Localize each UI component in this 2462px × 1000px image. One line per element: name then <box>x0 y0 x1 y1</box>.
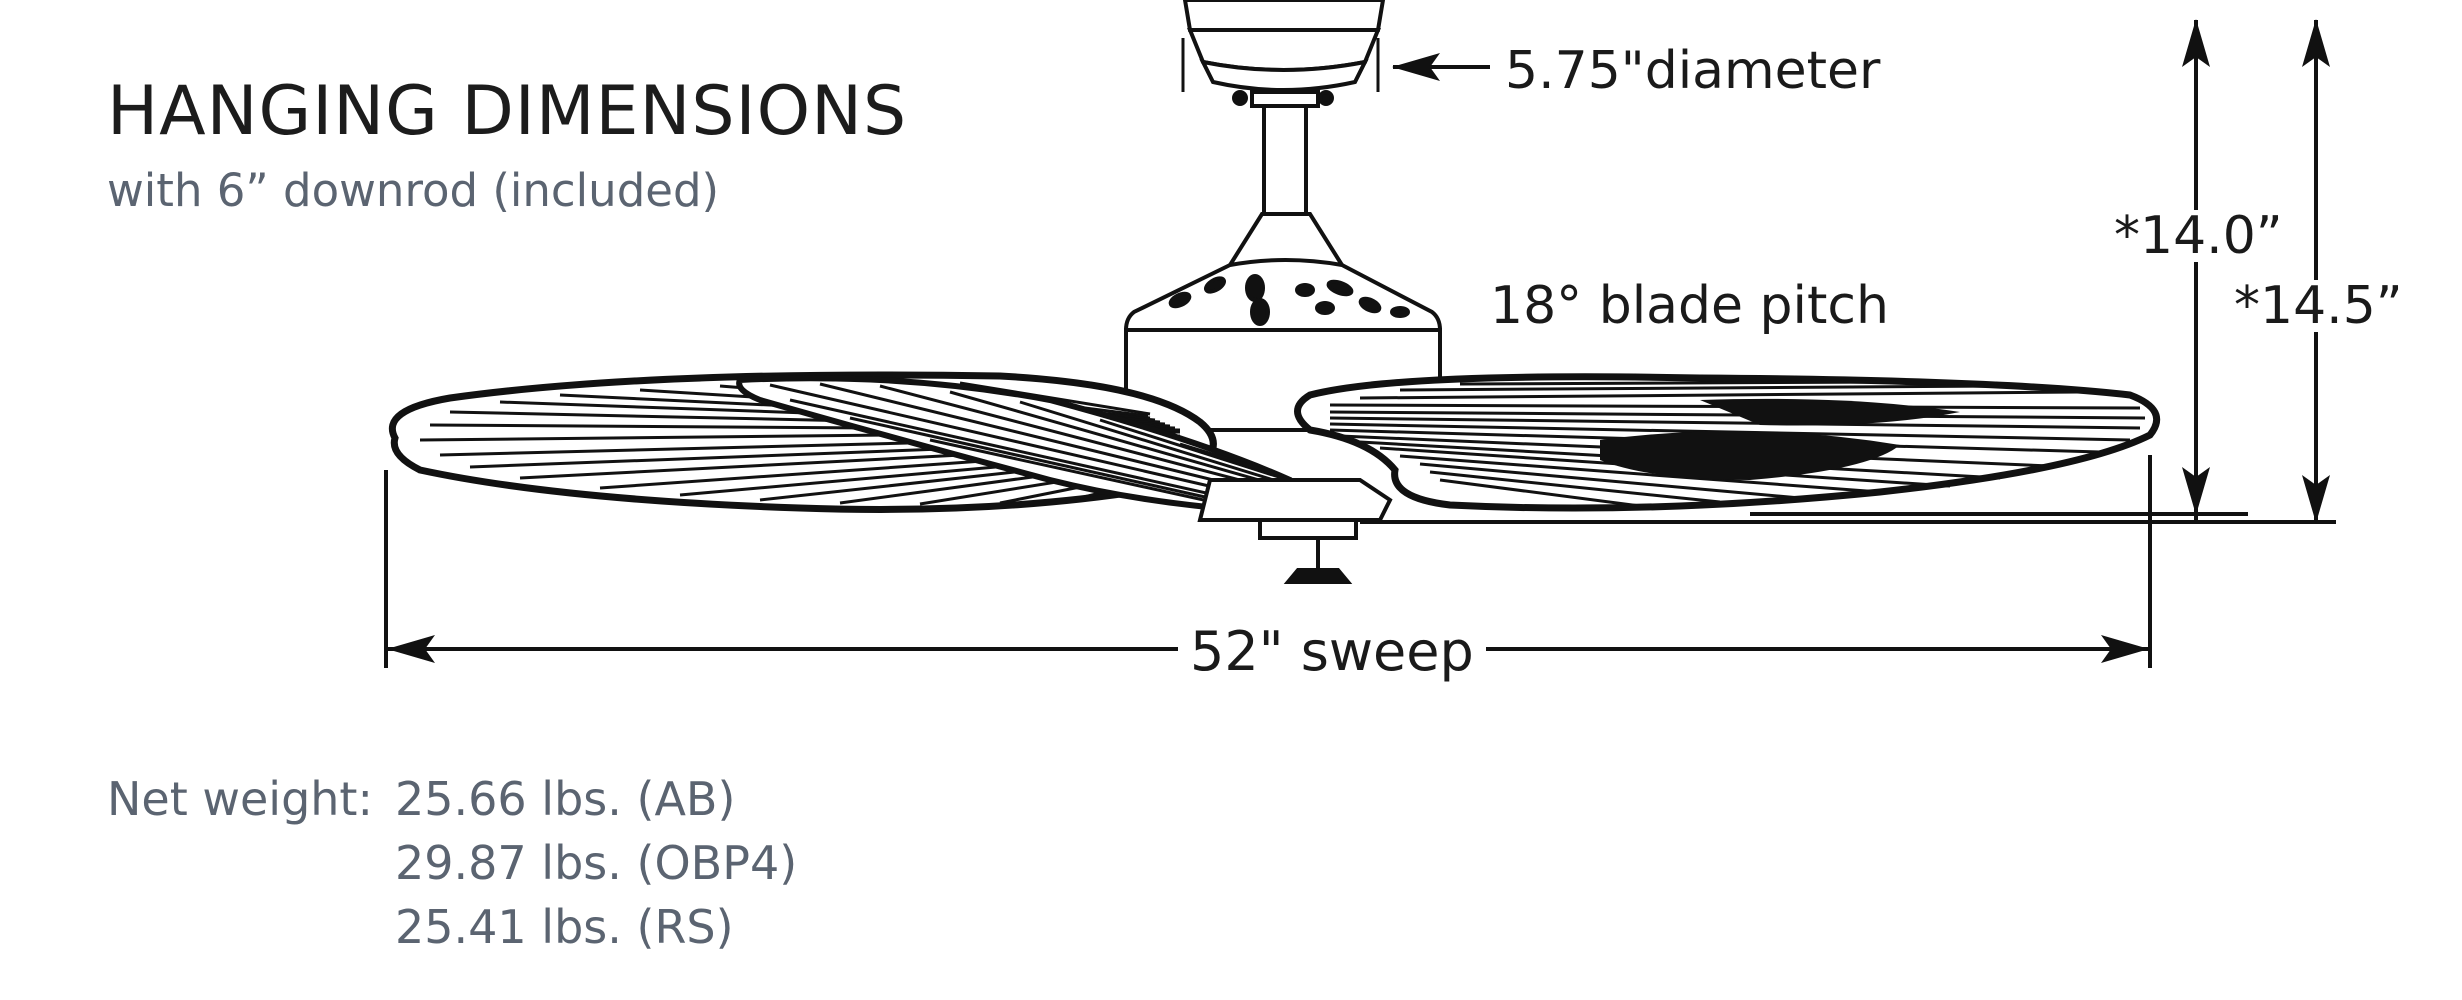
canopy-diameter-dimension <box>1181 38 1490 92</box>
height-label-1: *14.0” <box>2112 206 2285 266</box>
canopy-diameter-label: 5.75"diameter <box>1505 41 1881 101</box>
sweep-label: 52" sweep <box>1178 625 1486 679</box>
switch-housing <box>1197 478 1393 584</box>
page-subtitle: with 6” downrod (included) <box>107 164 720 217</box>
sweep-dimension <box>384 455 2152 668</box>
height-label-2: *14.5” <box>2232 276 2405 336</box>
weight-value: 25.66 lbs. (AB) <box>395 772 736 826</box>
blade-pitch-label: 18° blade pitch <box>1490 276 1889 336</box>
weight-value: 29.87 lbs. (OBP4) <box>395 836 798 890</box>
downrod <box>1250 90 1320 216</box>
height-dimension-lines <box>1360 19 2336 524</box>
right-blade <box>1294 373 2161 512</box>
net-weight-label: Net weight: <box>107 772 373 826</box>
front-blade <box>736 375 1300 516</box>
page-title: HANGING DIMENSIONS <box>107 72 908 151</box>
weight-value: 25.41 lbs. (RS) <box>395 900 734 954</box>
motor-housing <box>1123 212 1443 432</box>
canopy <box>1182 0 1386 106</box>
